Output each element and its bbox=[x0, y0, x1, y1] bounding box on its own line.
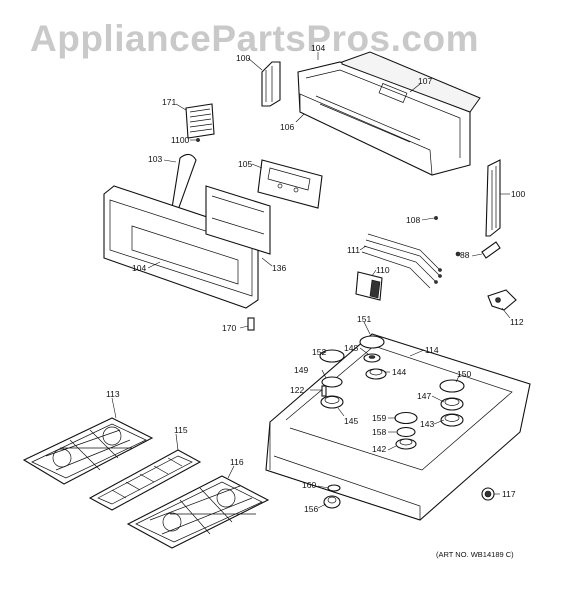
leader-lines bbox=[111, 52, 511, 509]
callout-149: 149 bbox=[294, 365, 308, 375]
callout-116: 116 bbox=[230, 457, 244, 467]
art-number: (ART NO. WB14189 C) bbox=[436, 550, 514, 559]
side-bracket-left bbox=[261, 61, 281, 107]
callout-158: 158 bbox=[372, 427, 386, 437]
callout-171: 171 bbox=[162, 97, 176, 107]
callout-110: 110 bbox=[376, 265, 390, 275]
control-panel bbox=[103, 185, 259, 309]
callout-111: 111 bbox=[347, 245, 360, 255]
callout-1100: 1100 bbox=[171, 135, 190, 145]
callout-105: 105 bbox=[238, 159, 252, 169]
callout-100-right: 100 bbox=[511, 189, 525, 199]
burner-cap-150 bbox=[439, 379, 465, 393]
callout-148: 148 bbox=[344, 343, 358, 353]
burner-cap-151 bbox=[359, 335, 385, 349]
burner-head-148 bbox=[363, 353, 381, 363]
vent-grille bbox=[185, 103, 215, 139]
callout-103: 103 bbox=[148, 154, 162, 164]
callout-114: 114 bbox=[425, 345, 439, 355]
callout-152: 152 bbox=[312, 347, 326, 357]
side-bracket-right bbox=[485, 159, 501, 237]
callout-106: 106 bbox=[280, 122, 294, 132]
callout-108: 108 bbox=[406, 215, 420, 225]
backsplash-rear-panel bbox=[341, 51, 481, 113]
burner-cap-152 bbox=[319, 349, 345, 363]
screw-108 bbox=[434, 216, 438, 220]
callout-117: 117 bbox=[502, 489, 516, 499]
callout-150: 150 bbox=[457, 369, 471, 379]
burner-base-left-front bbox=[320, 395, 344, 409]
burner-base-left-rear bbox=[365, 368, 387, 380]
burner-head-149 bbox=[321, 376, 343, 388]
callout-160: 160 bbox=[302, 480, 316, 490]
callout-151: 151 bbox=[357, 314, 371, 324]
burner-base-right-front bbox=[440, 413, 464, 427]
callout-104-top: 104 bbox=[311, 43, 325, 53]
control-board bbox=[257, 159, 323, 209]
part-112 bbox=[487, 289, 517, 311]
backsplash-frame bbox=[297, 61, 471, 176]
callout-147: 147 bbox=[417, 391, 431, 401]
callout-144: 144 bbox=[392, 367, 406, 377]
callout-112: 112 bbox=[510, 317, 524, 327]
screw-122 bbox=[321, 385, 327, 397]
trim-strip bbox=[171, 153, 197, 211]
watermark-text: AppliancePartsPros.com bbox=[30, 18, 479, 59]
callout-107: 107 bbox=[418, 76, 432, 86]
callout-104: 104 bbox=[132, 263, 146, 273]
callout-143: 143 bbox=[420, 419, 434, 429]
part-88 bbox=[481, 241, 501, 259]
screw-1100 bbox=[196, 138, 200, 142]
callout-145: 145 bbox=[344, 416, 358, 426]
callout-labels: 100 104 107 106 171 1100 103 105 100 108… bbox=[106, 43, 525, 514]
callout-136: 136 bbox=[272, 263, 286, 273]
callout-159: 159 bbox=[372, 413, 386, 423]
part-160 bbox=[327, 484, 341, 492]
callout-88: 88 bbox=[460, 250, 470, 260]
callout-113: 113 bbox=[106, 389, 120, 399]
callout-115: 115 bbox=[174, 425, 188, 435]
callout-100-left: 100 bbox=[236, 53, 250, 63]
wire-harness bbox=[361, 233, 461, 289]
callout-156: 156 bbox=[304, 504, 318, 514]
grate-right bbox=[126, 475, 270, 549]
burner-cap-159 bbox=[394, 411, 418, 425]
burner-head-158 bbox=[396, 426, 416, 438]
callout-170: 170 bbox=[222, 323, 236, 333]
screw-170 bbox=[247, 317, 255, 331]
burner-base-center bbox=[395, 438, 417, 450]
spark-module bbox=[355, 271, 383, 301]
callout-122: 122 bbox=[290, 385, 304, 395]
part-117 bbox=[481, 487, 495, 501]
callout-142: 142 bbox=[372, 444, 386, 454]
grate-left bbox=[22, 417, 154, 485]
control-overlay bbox=[205, 185, 271, 255]
burner-base-right-rear bbox=[440, 397, 464, 411]
grate-center bbox=[88, 449, 202, 511]
part-156 bbox=[323, 495, 341, 509]
